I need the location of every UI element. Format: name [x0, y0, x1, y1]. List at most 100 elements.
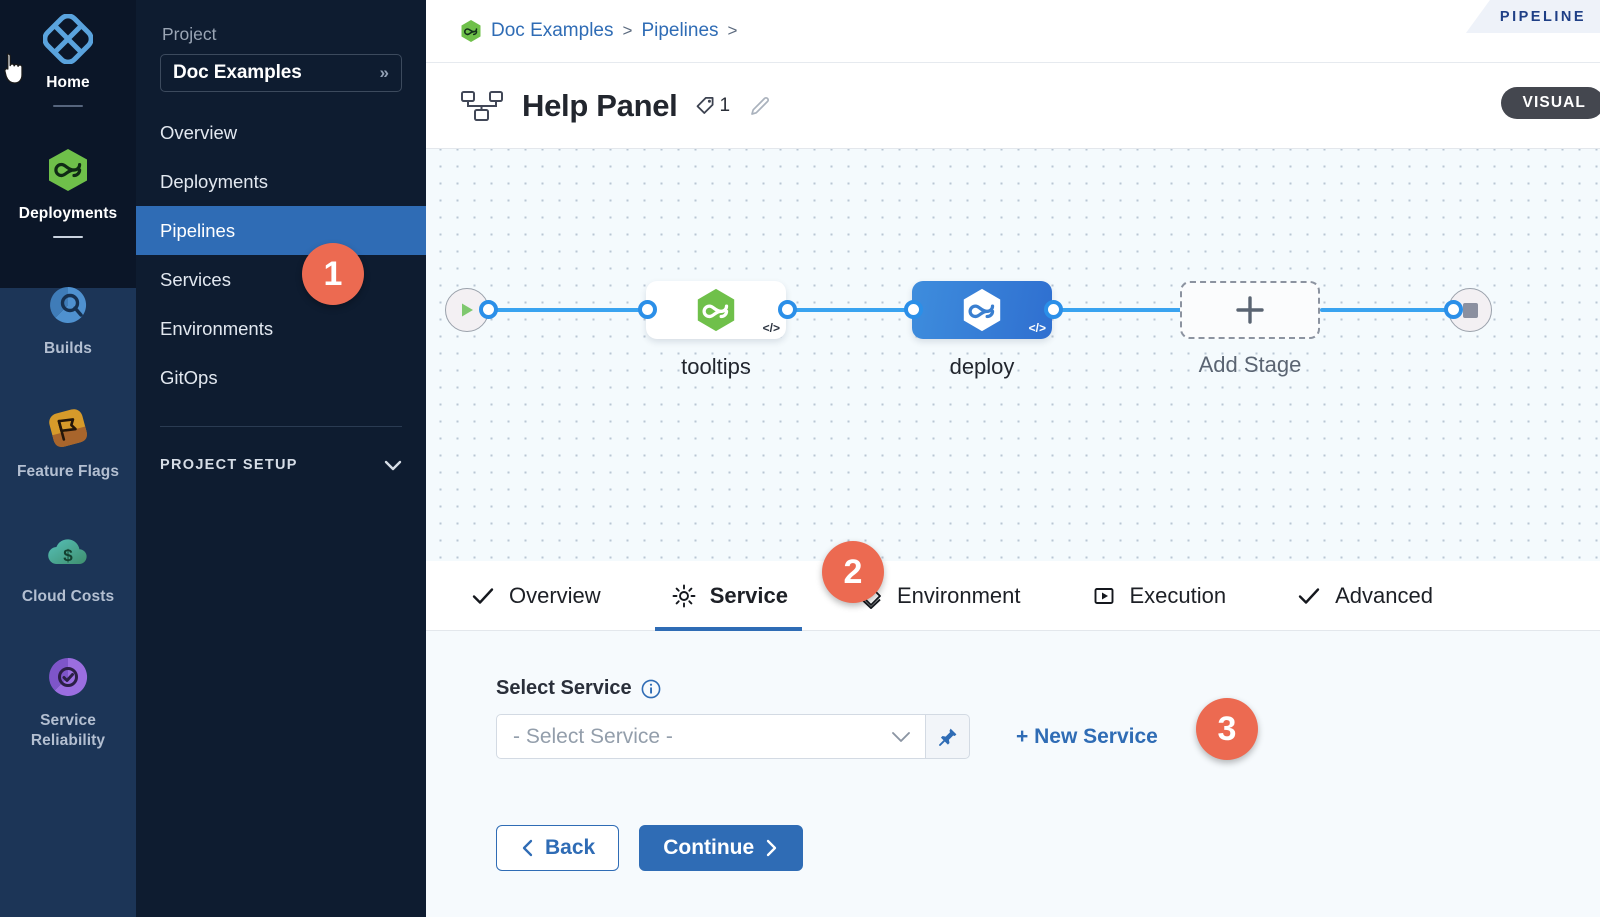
connector-wire — [1320, 308, 1466, 312]
project-sidebar: Project Doc Examples » Overview Deployme… — [136, 0, 426, 917]
breadcrumb-item-pipelines[interactable]: Pipelines — [641, 20, 719, 41]
rail-active-underline — [53, 235, 83, 239]
add-stage-button[interactable] — [1180, 281, 1320, 339]
sidebar-item-label: Overview — [160, 121, 238, 143]
code-glyph-icon: </> — [762, 321, 780, 335]
continue-button[interactable]: Continue — [639, 825, 804, 871]
rail-item-label: Service Reliability — [30, 712, 106, 750]
breadcrumb-separator: > — [727, 21, 738, 40]
green-hexagon-infinity-icon — [461, 20, 481, 42]
stage-node-deploy[interactable]: </> — [912, 281, 1052, 339]
breadcrumb-separator: > — [622, 21, 633, 40]
pipeline-canvas[interactable]: </> tooltips </> deploy — [426, 149, 1600, 561]
connector-port[interactable] — [904, 300, 923, 319]
sidebar-item-services[interactable]: Services — [136, 255, 426, 304]
pipeline-ribbon-label: PIPELINE — [1499, 8, 1586, 25]
pipeline-nodes-icon — [461, 90, 503, 121]
rail-item-service-reliability[interactable]: Service Reliability — [0, 616, 136, 760]
main-content: Doc Examples > Pipelines > PIPELINE Help… — [426, 0, 1600, 917]
cloud-costs-icon: $ — [48, 539, 87, 565]
connector-port[interactable] — [638, 300, 657, 319]
info-circle-icon[interactable] — [641, 679, 661, 699]
connector-port[interactable] — [778, 300, 797, 319]
callout-badge-1: 1 — [302, 243, 364, 305]
tab-label: Advanced — [1335, 582, 1433, 608]
tab-label: Service — [709, 582, 788, 608]
back-button-label: Back — [545, 836, 596, 859]
check-icon — [1298, 587, 1320, 604]
back-button[interactable]: Back — [496, 825, 620, 871]
pipeline-title-bar: Help Panel 1 VISUAL — [426, 63, 1600, 149]
tab-label: Environment — [896, 582, 1021, 608]
chevron-left-icon — [522, 839, 533, 857]
tab-label: Overview — [509, 582, 601, 608]
chevron-down-icon — [384, 460, 402, 470]
play-icon — [462, 303, 473, 317]
rail-item-label: Feature Flags — [16, 463, 120, 481]
connector-wire — [486, 308, 662, 312]
project-section-label: Project — [162, 24, 217, 44]
primary-nav-rail: Home Deployments — [0, 0, 136, 917]
pin-icon — [938, 728, 956, 746]
form-actions: Back Continue — [496, 825, 1600, 871]
service-reliability-icon — [49, 658, 88, 697]
project-setup-section[interactable]: PROJECT SETUP — [160, 457, 402, 473]
rail-item-label: Deployments — [18, 205, 118, 223]
sidebar-divider — [160, 426, 402, 427]
sidebar-item-label: Services — [160, 268, 231, 290]
rail-item-label: Builds — [44, 340, 92, 358]
breadcrumb-item-project[interactable]: Doc Examples — [491, 20, 614, 41]
deployments-infinity-icon — [49, 149, 87, 192]
home-diamond-icon — [43, 14, 93, 64]
sidebar-item-label: GitOps — [160, 366, 218, 388]
play-box-icon — [1094, 587, 1113, 604]
stop-square-icon — [1462, 302, 1478, 318]
tag-count: 1 — [719, 94, 731, 116]
callout-badge-2: 2 — [822, 541, 884, 603]
pencil-icon[interactable] — [748, 94, 772, 118]
select-service-value: - Select Service - — [513, 724, 673, 748]
tab-label: Execution — [1129, 582, 1227, 608]
project-setup-label: PROJECT SETUP — [160, 457, 298, 473]
rail-item-deployments[interactable]: Deployments — [0, 117, 136, 248]
connector-port[interactable] — [1444, 300, 1463, 319]
sidebar-item-overview[interactable]: Overview — [136, 108, 426, 157]
chevron-right-icon — [767, 839, 777, 857]
white-hexagon-infinity-icon — [963, 288, 1001, 332]
new-service-link[interactable]: + New Service — [1016, 724, 1158, 748]
project-name: Doc Examples — [173, 62, 302, 83]
add-stage-label: Add Stage — [1198, 352, 1302, 377]
svg-text:$: $ — [63, 546, 73, 565]
connector-port[interactable] — [1044, 300, 1063, 319]
tab-execution[interactable]: Execution — [1091, 561, 1227, 631]
rail-item-builds[interactable]: Builds — [0, 248, 136, 369]
connector-wire — [1054, 308, 1250, 312]
tag-badge[interactable]: 1 — [694, 94, 731, 117]
connector-port[interactable] — [479, 300, 498, 319]
tab-advanced[interactable]: Advanced — [1296, 561, 1433, 631]
tab-service[interactable]: Service — [654, 561, 803, 631]
service-config-form: Select Service - Select Service - — [426, 631, 1600, 917]
continue-button-label: Continue — [663, 836, 755, 859]
pin-button[interactable] — [926, 714, 970, 759]
tab-environment[interactable]: Environment — [858, 561, 1021, 631]
sidebar-item-pipelines[interactable]: Pipelines — [136, 206, 426, 255]
rail-item-feature-flags[interactable]: Feature Flags — [0, 369, 136, 492]
tab-overview[interactable]: Overview — [470, 561, 601, 631]
builds-icon — [50, 287, 87, 324]
sidebar-item-gitops[interactable]: GitOps — [136, 353, 426, 402]
sidebar-item-environments[interactable]: Environments — [136, 304, 426, 353]
plus-icon — [1236, 296, 1264, 324]
rail-item-home[interactable]: Home — [0, 0, 136, 117]
project-selector[interactable]: Doc Examples » — [160, 54, 402, 92]
visual-mode-badge[interactable]: VISUAL — [1500, 87, 1600, 119]
select-service-row: - Select Service - + New Service — [496, 714, 1600, 759]
stage-node-tooltips[interactable]: </> — [646, 281, 786, 339]
check-icon — [472, 587, 494, 604]
double-chevron-right-icon: » — [379, 63, 390, 82]
rail-item-cloud-costs[interactable]: $ Cloud Costs — [0, 492, 136, 617]
code-glyph-icon: </> — [1028, 321, 1046, 335]
sidebar-item-deployments[interactable]: Deployments — [136, 157, 426, 206]
select-service-label: Select Service — [496, 677, 1600, 700]
select-service-input[interactable]: - Select Service - — [496, 714, 926, 759]
